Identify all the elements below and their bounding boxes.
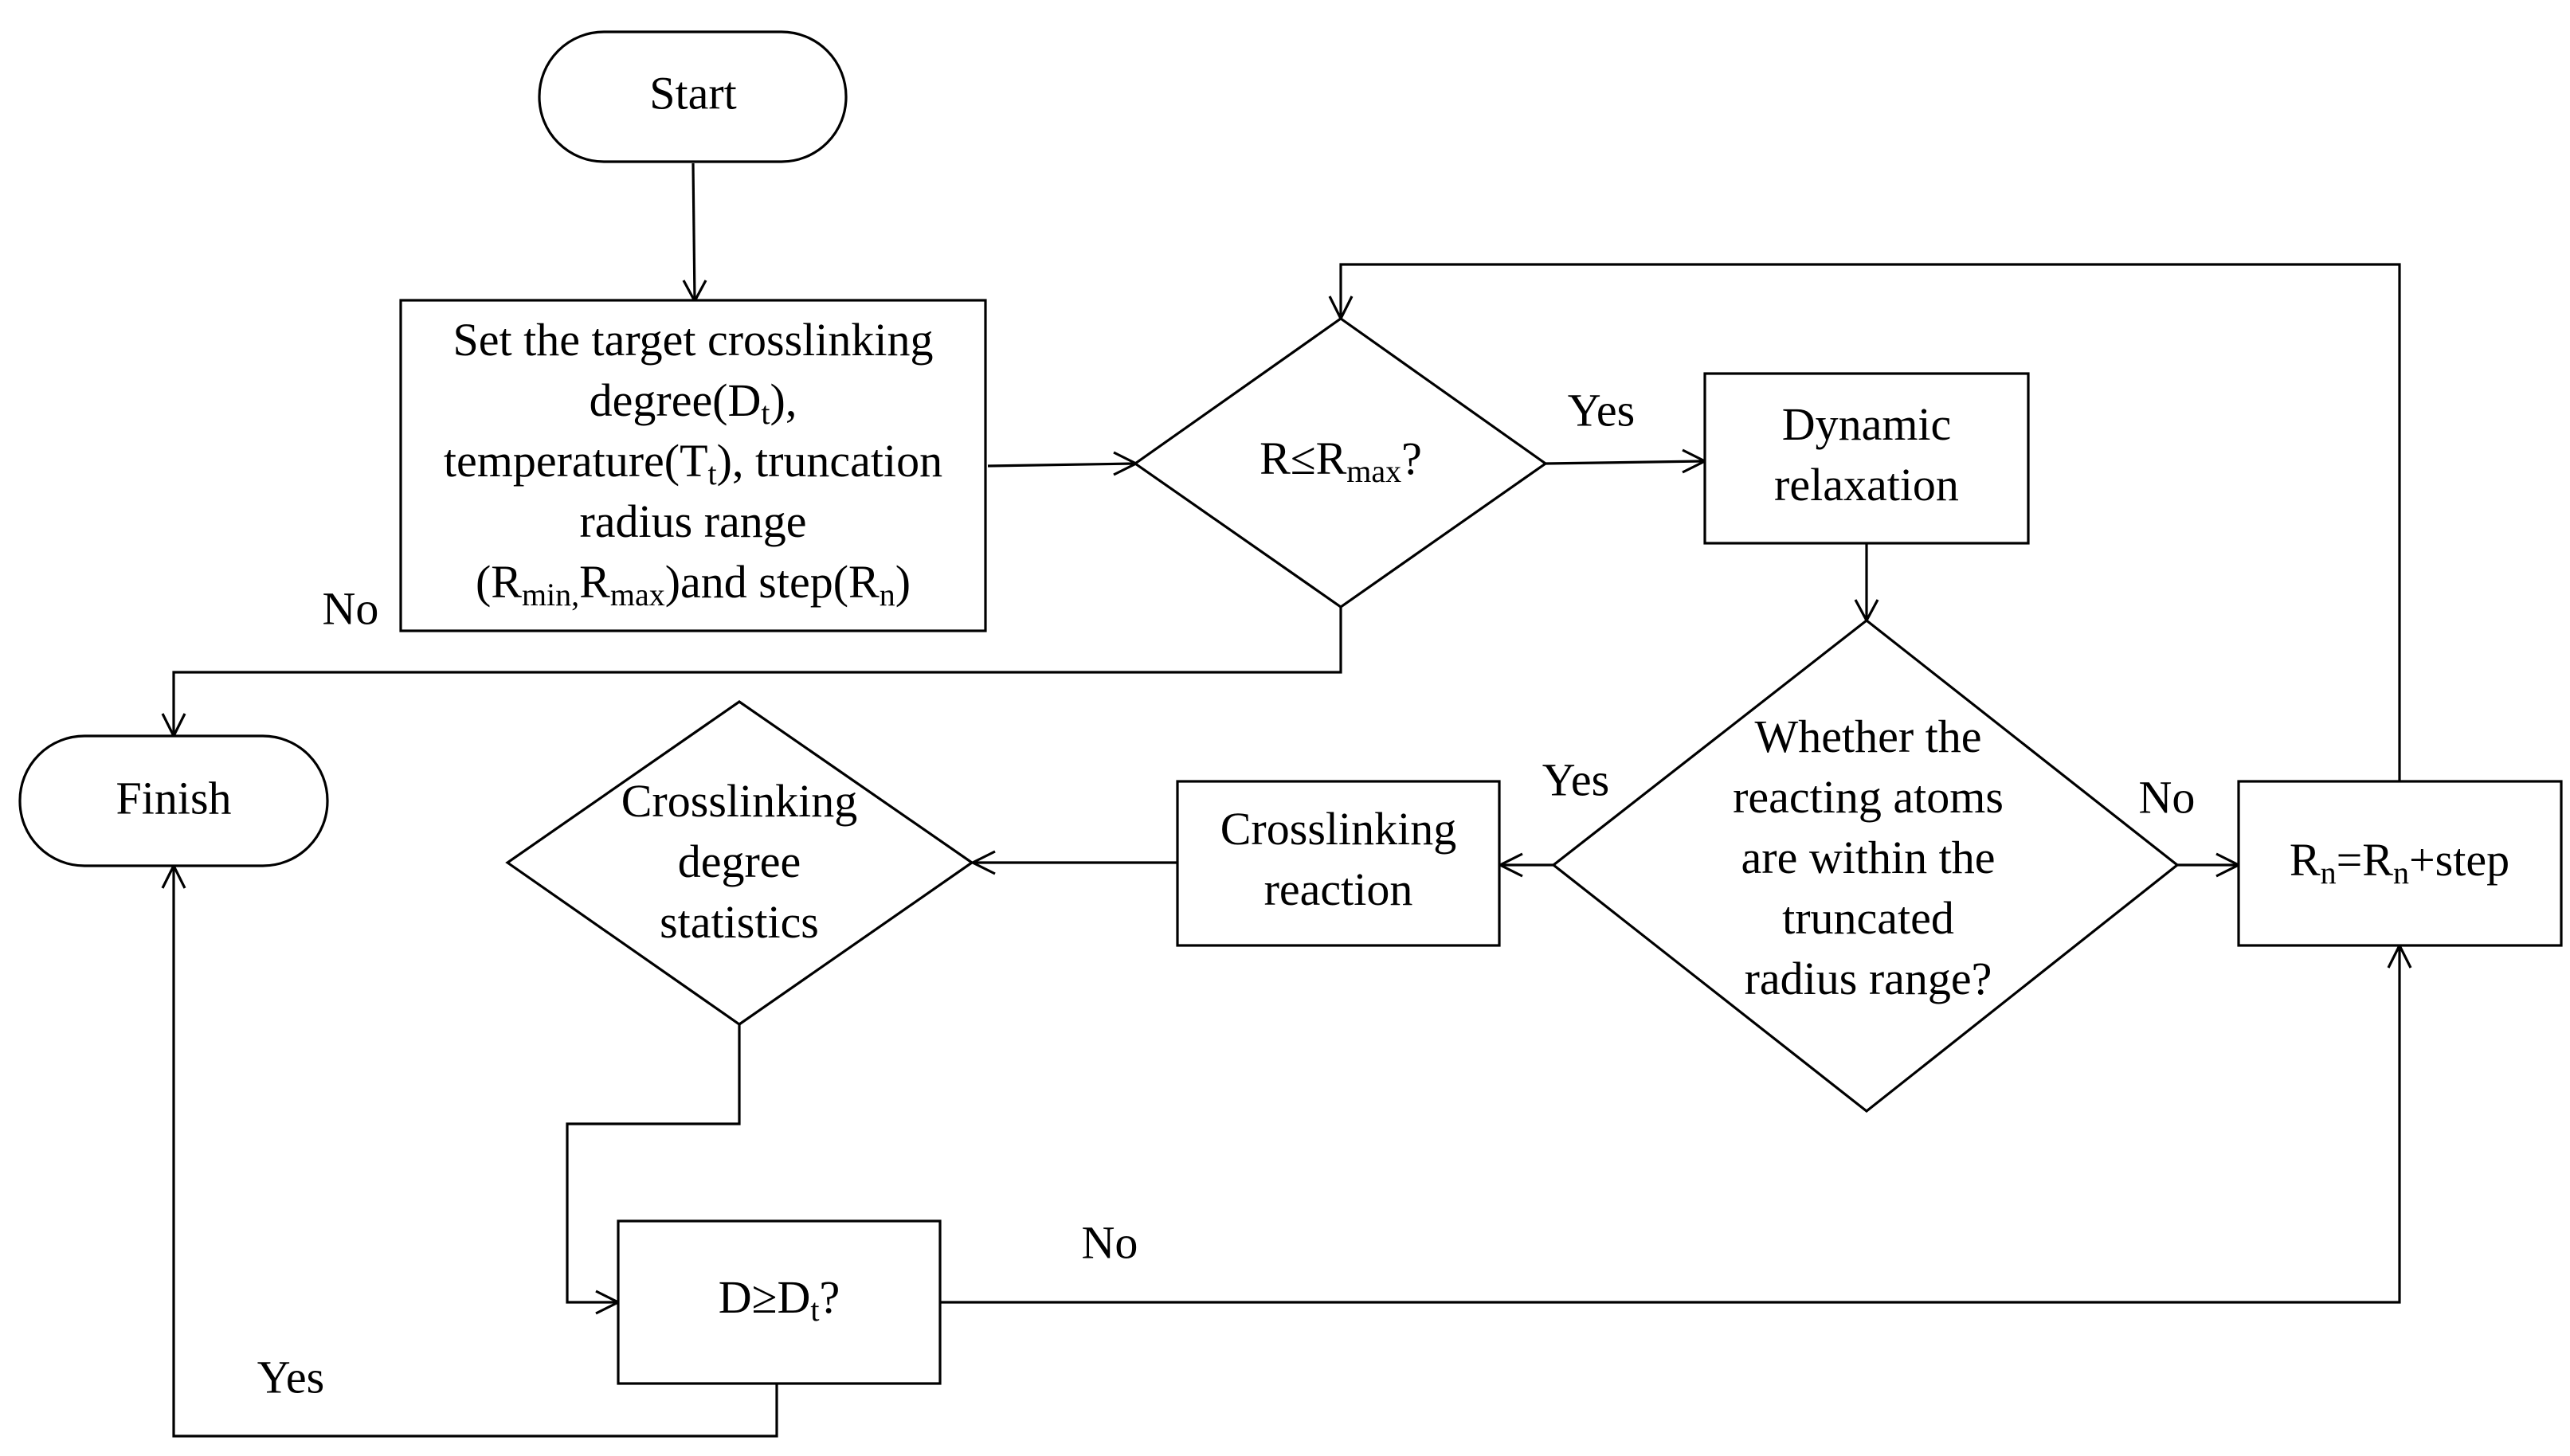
check-r-no-label: No bbox=[323, 582, 379, 634]
connectors bbox=[161, 162, 2412, 1438]
stats-shape bbox=[505, 700, 974, 1026]
stats-text: Crosslinking degree statistics bbox=[621, 775, 858, 948]
node-text-line: Crosslinking bbox=[1220, 803, 1457, 855]
node-text-line: Set the target crosslinking bbox=[453, 314, 934, 366]
node-text-line: reacting atoms bbox=[1733, 771, 2004, 823]
edge-check-r-relax bbox=[1545, 460, 1704, 465]
edge-setup-check-r bbox=[987, 462, 1135, 468]
within-text: Whether the reacting atoms are within the t… bbox=[1733, 710, 2004, 1004]
node-text-line: degree bbox=[678, 836, 801, 887]
node-text-line: radius range bbox=[579, 495, 806, 547]
node-text-line: Crosslinking bbox=[621, 775, 858, 827]
setup-text: Set the target crosslinking degree(Dt),te… bbox=[444, 314, 942, 613]
node-text-line: statistics bbox=[660, 896, 819, 948]
relax-shape bbox=[1703, 372, 2030, 545]
node-text-line: temperature(Tt), truncation bbox=[444, 435, 942, 491]
within-yes-label: Yes bbox=[1542, 753, 1609, 805]
reaction-text: Crosslinking reaction bbox=[1220, 803, 1457, 915]
node-text-line: Dynamic bbox=[1782, 398, 1952, 450]
node-text-line: (Rmin,Rmax)and step(Rn) bbox=[476, 556, 911, 613]
setup-process-box: Set the target crosslinking degree(Dt),te… bbox=[399, 299, 987, 632]
node-text-line: relaxation bbox=[1774, 459, 1959, 511]
node-text-line: Rn=Rn+step bbox=[2290, 834, 2509, 890]
node-text-line: D≥Dt? bbox=[719, 1271, 840, 1328]
finish-label: Finish bbox=[116, 772, 231, 824]
node-text-line: truncated bbox=[1782, 892, 1954, 944]
edge-start-setup bbox=[691, 162, 696, 301]
check-d-text: D≥Dt? bbox=[719, 1271, 840, 1328]
step-process-box: Rn=Rn+step bbox=[2237, 780, 2563, 947]
node-text-line: radius range? bbox=[1745, 953, 1992, 1004]
check-r-decision: R≤Rmax? bbox=[1133, 317, 1548, 609]
stats-decision: Crosslinking degree statistics bbox=[505, 700, 974, 1026]
step-text: Rn=Rn+step bbox=[2290, 834, 2509, 890]
reaction-shape bbox=[1176, 780, 1501, 947]
within-shape bbox=[1551, 618, 2180, 1114]
setup-shape bbox=[399, 299, 987, 632]
relax-process-box: Dynamic relaxation bbox=[1703, 372, 2030, 545]
finish-terminal: Finish bbox=[18, 734, 329, 867]
check-d-yes-label: Yes bbox=[257, 1351, 324, 1403]
within-no-label: No bbox=[2139, 771, 2196, 823]
node-text-line: reaction bbox=[1264, 863, 1413, 915]
check-d-process-box: D≥Dt? bbox=[617, 1219, 942, 1385]
edge-step-check-r bbox=[1339, 263, 2401, 781]
node-text-line: degree(Dt), bbox=[590, 374, 797, 431]
check-r-shape bbox=[1133, 317, 1548, 609]
step-shape bbox=[2237, 780, 2563, 947]
check-r-text: R≤Rmax? bbox=[1260, 432, 1422, 489]
start-shape bbox=[538, 30, 848, 163]
check-r-yes-label: Yes bbox=[1568, 384, 1635, 436]
within-decision: Whether the reacting atoms are within the t… bbox=[1551, 618, 2180, 1114]
node-text-line: are within the bbox=[1741, 832, 1996, 883]
edge-labels: Yes No Yes No No Yes bbox=[257, 384, 2196, 1403]
edge-stats-check-d bbox=[566, 1024, 741, 1304]
edge-check-r-finish bbox=[172, 607, 1342, 734]
start-label: Start bbox=[649, 67, 737, 119]
edge-check-d-step bbox=[940, 947, 2401, 1304]
check-d-no-label: No bbox=[1082, 1216, 1138, 1268]
relax-text: Dynamic relaxation bbox=[1774, 398, 1959, 511]
check-d-shape bbox=[617, 1219, 942, 1385]
reaction-process-box: Crosslinking reaction bbox=[1176, 780, 1501, 947]
start-terminal: Start bbox=[538, 30, 848, 163]
finish-shape bbox=[18, 734, 329, 867]
node-text-line: Whether the bbox=[1754, 710, 1981, 762]
edge-check-d-finish bbox=[172, 867, 778, 1438]
node-text-line: R≤Rmax? bbox=[1260, 432, 1422, 489]
